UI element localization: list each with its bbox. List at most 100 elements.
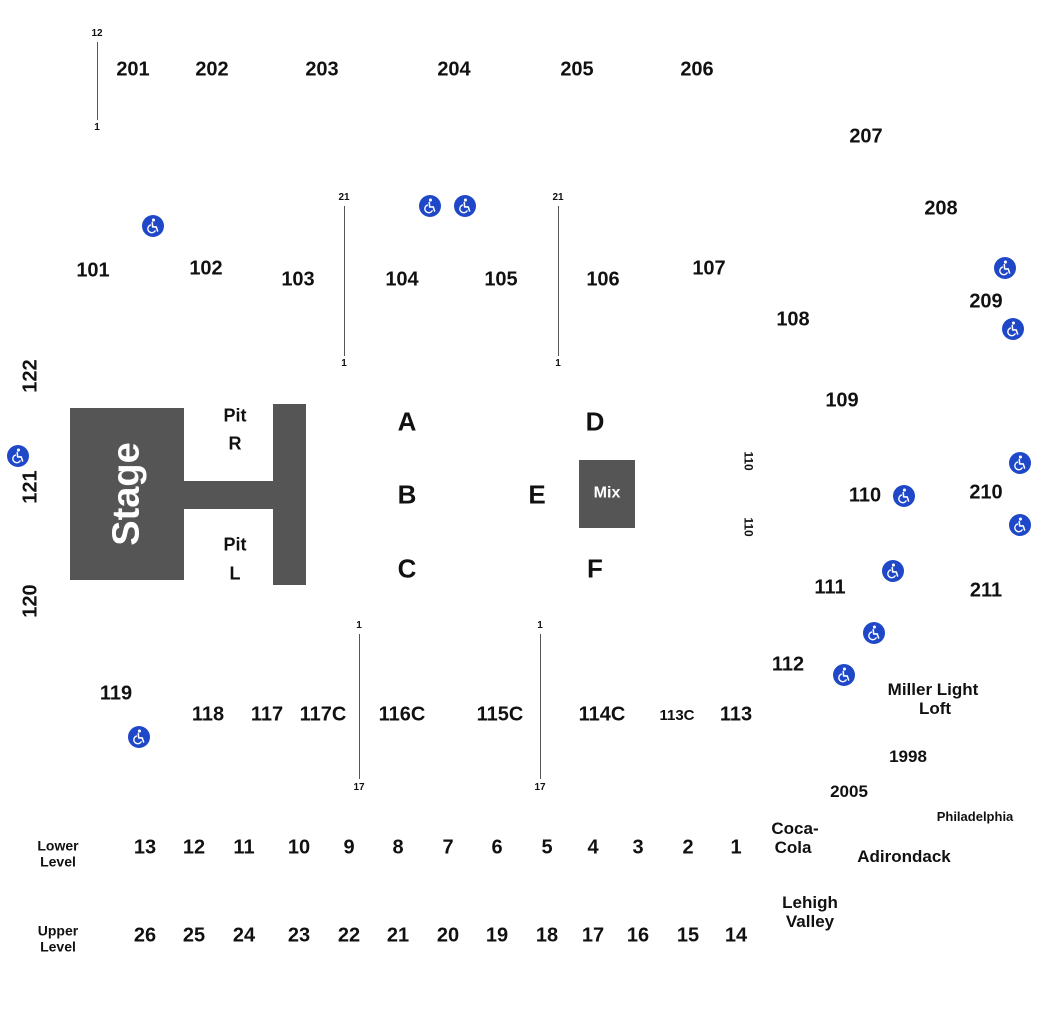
section-121[interactable]: 121 [19, 470, 42, 504]
row-marker: 1 [341, 357, 347, 369]
wheelchair-icon [893, 485, 915, 507]
floor-section-e[interactable]: E [528, 479, 546, 510]
upper-level-number-22: 22 [337, 924, 361, 947]
row-marker: 21 [552, 191, 564, 203]
upper-level-number-18: 18 [535, 924, 559, 947]
section-116c[interactable]: 116C [378, 703, 426, 726]
lower-level-number-13: 13 [133, 836, 157, 859]
lower-level-number-5: 5 [541, 836, 553, 859]
stage[interactable] [70, 408, 184, 580]
upper-level-number-23: 23 [287, 924, 311, 947]
pit-l-label[interactable]: Pit [223, 534, 247, 555]
upper-level-number-19: 19 [485, 924, 509, 947]
wheelchair-icon [7, 445, 29, 467]
stage-thrust [273, 404, 306, 585]
section-108[interactable]: 108 [776, 308, 810, 331]
legend-lower-level-2: Level [40, 853, 76, 870]
section-208[interactable]: 208 [924, 197, 958, 220]
section-113c[interactable]: 113C [659, 707, 695, 725]
floor-section-a[interactable]: A [397, 406, 417, 437]
pit-l-letter[interactable]: L [229, 563, 241, 584]
lower-level-number-1: 1 [730, 836, 742, 859]
wheelchair-icon [1009, 452, 1031, 474]
lower-level-number-8: 8 [392, 836, 404, 859]
section-122[interactable]: 122 [19, 359, 42, 393]
mix-label: Mix [593, 484, 621, 502]
section-112[interactable]: 112 [771, 653, 805, 676]
box-1998[interactable]: 1998 [889, 747, 927, 767]
box-lehigh-valley[interactable]: Lehigh [782, 893, 838, 913]
box-miller-light-loft[interactable]: Miller Light [887, 680, 979, 700]
row-marker: 1 [94, 121, 100, 133]
lower-level-number-9: 9 [343, 836, 355, 859]
section-105[interactable]: 105 [484, 268, 518, 291]
wheelchair-icon [882, 560, 904, 582]
box-miller-light-loft-2[interactable]: Loft [918, 699, 952, 719]
row-marker-110: 110 [741, 517, 756, 537]
upper-level-number-15: 15 [676, 924, 700, 947]
section-206[interactable]: 206 [680, 58, 714, 81]
section-207[interactable]: 207 [849, 125, 883, 148]
box-coca-cola[interactable]: Coca- [771, 819, 819, 839]
floor-section-b[interactable]: B [397, 479, 417, 510]
box-lehigh-valley-2[interactable]: Valley [785, 912, 835, 932]
section-111[interactable]: 111 [814, 576, 846, 599]
section-117c[interactable]: 117C [299, 703, 347, 726]
floor-section-f[interactable]: F [587, 553, 603, 584]
floor-section-d[interactable]: D [585, 406, 605, 437]
section-114c[interactable]: 114C [578, 703, 626, 726]
section-204[interactable]: 204 [437, 58, 471, 81]
wheelchair-icon [863, 622, 885, 644]
section-107[interactable]: 107 [692, 257, 726, 280]
section-117[interactable]: 117 [250, 703, 284, 726]
lower-level-number-3: 3 [632, 836, 644, 859]
section-203[interactable]: 203 [305, 58, 339, 81]
box-2005[interactable]: 2005 [830, 782, 868, 802]
lower-level-number-10: 10 [287, 836, 311, 859]
section-106[interactable]: 106 [586, 268, 620, 291]
box-coca-cola-2[interactable]: Cola [774, 838, 812, 858]
section-115c[interactable]: 115C [476, 703, 524, 726]
wheelchair-icon [833, 664, 855, 686]
row-marker: 17 [353, 781, 365, 793]
section-202[interactable]: 202 [195, 58, 229, 81]
section-109[interactable]: 109 [825, 389, 859, 412]
pit-r-label[interactable]: Pit [223, 405, 247, 426]
wheelchair-icon [1002, 318, 1024, 340]
floor-section-c[interactable]: C [397, 553, 417, 584]
section-104[interactable]: 104 [385, 268, 419, 291]
section-101[interactable]: 101 [76, 259, 110, 282]
box-adirondack[interactable]: Adirondack [857, 847, 951, 867]
row-marker: 1 [356, 619, 362, 631]
row-marker: 1 [537, 619, 543, 631]
row-marker: 12 [91, 27, 103, 39]
row-line [344, 206, 345, 356]
section-102[interactable]: 102 [189, 257, 223, 280]
row-line [97, 42, 98, 120]
legend-upper-level: Upper [37, 922, 79, 939]
upper-level-number-14: 14 [724, 924, 748, 947]
legend-lower-level: Lower [37, 837, 79, 854]
section-110[interactable]: 110 [848, 484, 882, 507]
wheelchair-icon [1009, 514, 1031, 536]
row-marker: 17 [534, 781, 546, 793]
section-113[interactable]: 113 [719, 703, 753, 726]
stage-label: Stage [105, 442, 148, 546]
upper-level-number-17: 17 [581, 924, 605, 947]
section-210[interactable]: 210 [969, 481, 1003, 504]
section-211[interactable]: 211 [969, 579, 1003, 602]
section-205[interactable]: 205 [560, 58, 594, 81]
legend-upper-level-2: Level [40, 938, 76, 955]
section-201[interactable]: 201 [116, 58, 150, 81]
section-118[interactable]: 118 [191, 703, 225, 726]
wheelchair-icon [419, 195, 441, 217]
section-120[interactable]: 120 [19, 584, 42, 618]
upper-level-number-16: 16 [626, 924, 650, 947]
lower-level-number-7: 7 [442, 836, 454, 859]
section-209[interactable]: 209 [969, 290, 1003, 313]
section-103[interactable]: 103 [281, 268, 315, 291]
row-marker: 21 [338, 191, 350, 203]
section-119[interactable]: 119 [99, 682, 133, 705]
box-philadelphia[interactable]: Philadelphia [936, 809, 1014, 825]
pit-r-letter[interactable]: R [228, 433, 242, 454]
